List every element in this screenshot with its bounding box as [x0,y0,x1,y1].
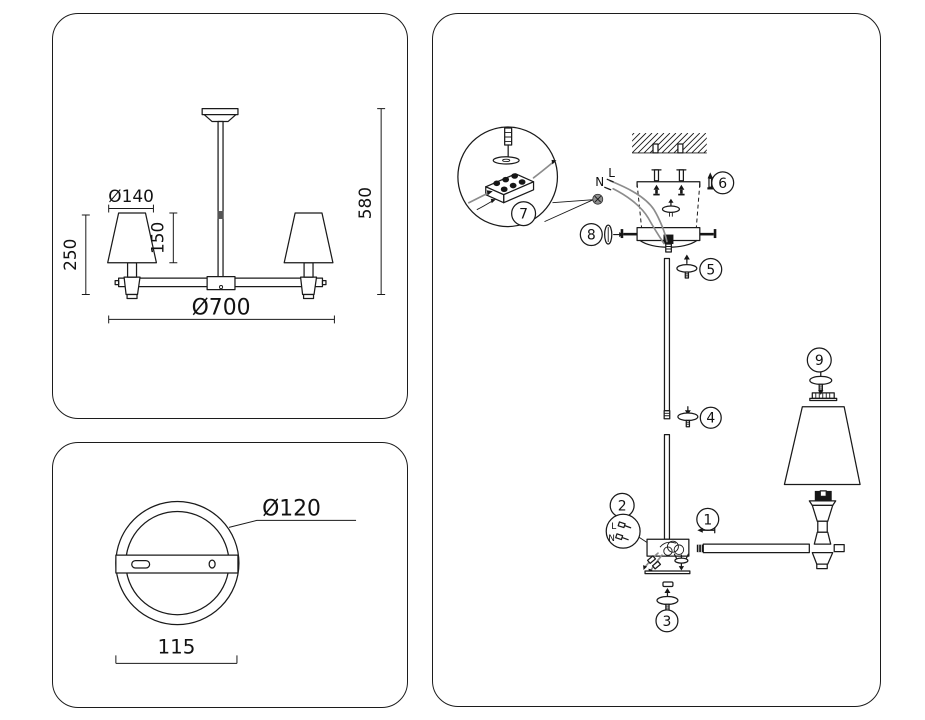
dim-drop-height-label: 250 [60,239,80,271]
ring-nut-icon-3 [656,587,679,611]
side-view-drawing: Ø140 150 250 580 Ø700 [60,107,386,324]
left-lamp-shade [107,212,158,264]
step-badge-3: 3 [655,609,679,633]
dim-canopy-diameter: Ø120 [228,496,357,528]
lamp-socket [808,490,837,570]
assembly-lamp-shade [783,406,861,486]
step-2-number: 2 [618,498,627,514]
hub-bottom-plate [644,570,691,575]
canopy-cup [636,226,701,253]
dim-fixture-height: 580 [355,108,386,296]
step-6-number: 6 [718,176,727,192]
step-badge-2: 2 [609,492,635,518]
step-9-number: 9 [815,353,824,369]
wire-label-l: L [608,166,615,180]
wall-anchor-left [651,169,662,182]
insert-arrow [697,527,716,534]
side-view-panel: Ø140 150 250 580 Ø700 [52,13,408,419]
bracket-screw-left [653,184,660,196]
assembly-drawing: 6 [457,126,861,633]
step-badge-4: 4 [699,406,722,429]
hub-wing-screw-icon [673,553,689,571]
step-7-number: 7 [519,207,528,223]
hub-bottom-cap [662,581,674,588]
canopy-wing-screw-icon [661,198,681,217]
dim-canopy-diameter-label: Ø120 [262,496,321,521]
canopy-view-panel: Ø120 115 [52,442,408,708]
step-8-number: 8 [587,228,596,244]
right-lamp-shade [283,212,334,264]
step-badge-8: 8 [579,222,603,247]
step-3-number: 3 [663,614,672,630]
dim-fixture-height-label: 580 [355,187,375,219]
step-5-number: 5 [706,262,715,278]
step-badge-1: 1 [696,507,720,531]
step-badge-6: 6 [711,171,735,195]
wire-label-n: N [595,175,604,189]
washer-icon [492,156,520,165]
right-lamp-holder [299,262,318,300]
ring-nut-icon-4 [677,406,699,428]
connector-detail-bubble: L N [605,513,652,549]
rod-lower [663,434,671,540]
step-badge-5: 5 [699,257,723,281]
rod-upper [663,257,671,420]
center-hub [206,276,236,291]
bracket-screw-right [678,184,685,196]
detail-wire-label-l: L [611,522,616,532]
dim-drop-height: 250 [60,214,90,296]
dim-shade-diameter: Ø140 [108,186,154,213]
canopy-view-drawing: Ø120 115 [115,496,357,664]
detail-wire-label-n: N [608,534,615,544]
wall-anchor-right [676,169,687,182]
mains-wires [604,178,668,245]
canopy-side-screw-right [699,229,717,239]
canopy-side-screw-left [620,229,638,239]
step-badge-9: 9 [806,347,832,373]
dim-shade-height: 150 [147,212,178,264]
step-badge-7: 7 [511,201,537,227]
ceiling-bracket [636,181,701,188]
left-lamp-holder [123,262,141,300]
lock-nut-side-icon [604,224,624,245]
finial-nut-icon-9 [809,368,833,395]
dim-shade-diameter-label: Ø140 [108,186,154,206]
dim-fixture-diameter-label: Ø700 [192,295,251,320]
terminal-block-icon [467,159,557,211]
hanging-rod [217,120,224,278]
shade-ring-icon [809,392,838,402]
terminal-detail-bubble: 7 [457,126,559,228]
ring-nut-icon-5 [676,254,698,279]
alignment-dash-right [695,183,701,228]
ceiling-hatch [632,133,707,154]
step-1-number: 1 [703,512,712,528]
lamp-arm [696,543,845,554]
ceiling-cap [201,107,239,123]
assembly-panel: 6 [432,13,881,707]
detail-leader-7 [544,199,594,223]
mounting-bracket [115,554,239,574]
step-4-number: 4 [706,411,715,427]
dim-bracket-width: 115 [115,635,238,664]
dim-bracket-width-label: 115 [157,635,195,658]
dim-shade-height-label: 150 [147,222,167,254]
terminal-screw-head [592,193,604,205]
dim-fixture-diameter: Ø700 [108,295,335,324]
